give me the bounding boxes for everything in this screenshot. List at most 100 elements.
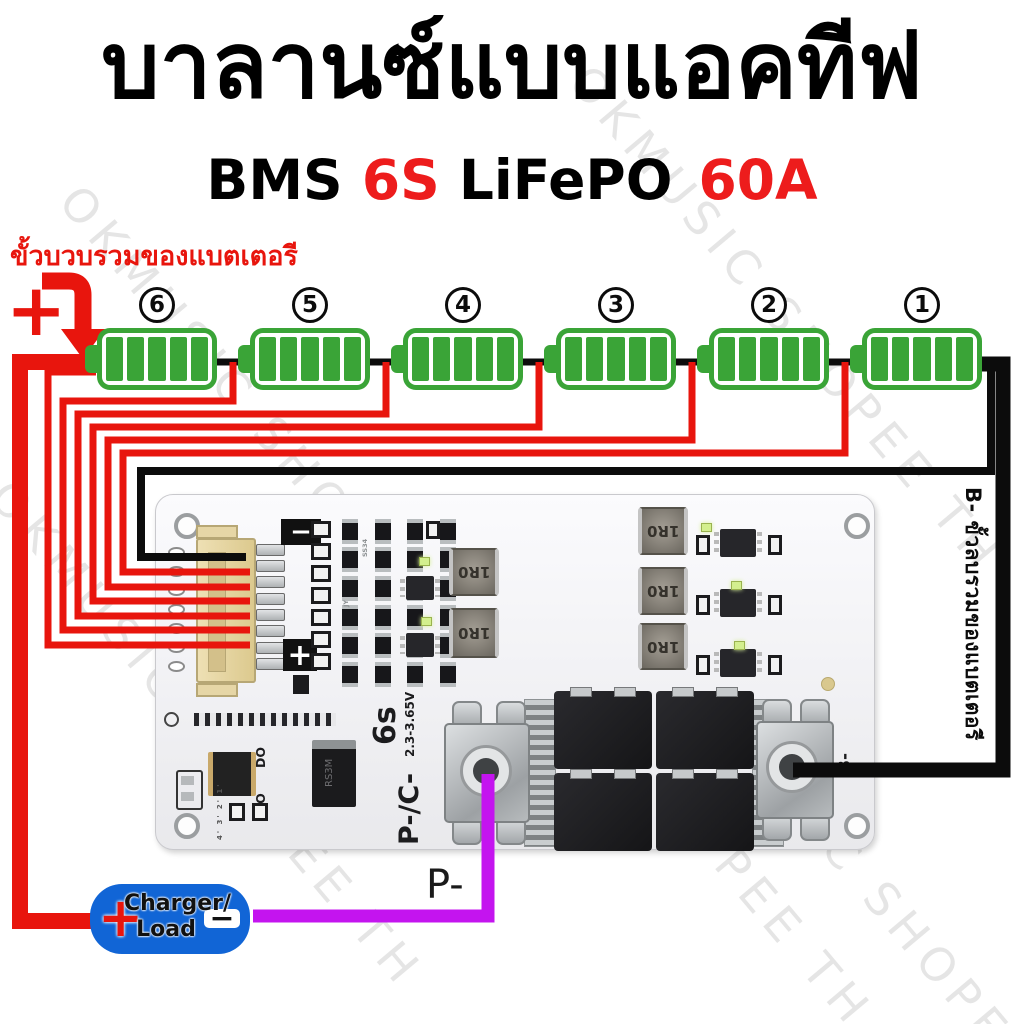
smd-ic <box>400 576 440 600</box>
led <box>701 523 712 532</box>
voltage-range-label: 2.3-3.65V <box>403 691 417 757</box>
silkscreen-pad-oval <box>168 566 185 577</box>
subtitle-cells: 6S <box>361 148 440 212</box>
inductor: 1R0 <box>638 567 688 615</box>
smd-resistor <box>768 655 782 675</box>
connector-pin <box>256 544 285 556</box>
battery-terminal <box>238 345 252 373</box>
mosfet <box>656 687 754 769</box>
battery-terminal <box>85 345 99 373</box>
battery-terminal <box>391 345 405 373</box>
charger-label-line1: Charger/ <box>124 891 232 916</box>
battery-pad-label: B- <box>835 752 855 773</box>
battery-number-4: 4 <box>445 287 481 323</box>
connector-pin <box>256 576 285 588</box>
connector-slot <box>208 552 226 672</box>
subtitle-chemistry: LiFePO <box>458 148 673 212</box>
plus-terminal-symbol: + <box>6 268 67 352</box>
plus-symbol: + <box>287 637 313 673</box>
page-title: บาลานซ์แบบแอคทีฟ <box>101 12 923 119</box>
subtitle-current: 60A <box>698 148 818 212</box>
inductor-marking: 1R0 <box>457 624 491 642</box>
battery-number-1: 1 <box>904 287 940 323</box>
smd-resistor <box>768 535 782 555</box>
battery-terminal <box>850 345 864 373</box>
resistor-column <box>311 521 331 670</box>
smd-resistor <box>229 803 245 821</box>
battery-terminal <box>544 345 558 373</box>
inductor: 1R0 <box>638 507 688 555</box>
main-positive-wire <box>12 354 96 929</box>
smd-transistor <box>293 675 309 694</box>
silkscreen-pad-oval <box>168 604 185 615</box>
battery-cell-2 <box>697 328 829 390</box>
discharge-pad-label: P-/C- <box>394 772 425 845</box>
smd-ic <box>400 633 440 657</box>
b-minus-wire-hole-center <box>779 754 805 780</box>
battery-cell-1 <box>850 328 982 390</box>
mosfet <box>554 687 652 769</box>
smd-ic <box>714 529 762 557</box>
diode-cluster <box>334 517 464 689</box>
inductor: 1R0 <box>638 623 688 670</box>
connector-flange <box>196 683 238 697</box>
battery-cell-3 <box>544 328 676 390</box>
smd-ic <box>714 589 762 617</box>
charger-load-box: + − Charger/ Load <box>90 884 250 954</box>
battery-positive-terminal-label: ขั้วบวบรวมของแบตเตอรี <box>10 241 298 272</box>
connector-flange <box>196 525 238 539</box>
p-minus-label: P- <box>426 862 464 908</box>
inductor: 1R0 <box>449 608 499 658</box>
battery-cell-5 <box>238 328 370 390</box>
diode-marking: RS3M <box>324 758 335 787</box>
silkscreen-pad-oval <box>168 585 185 596</box>
inductor-marking: 1R0 <box>646 582 680 600</box>
smd-diode-marking: SS34 <box>361 538 369 557</box>
smd-resistor <box>696 655 710 675</box>
connector-pin <box>256 609 285 621</box>
smd-resistor <box>768 595 782 615</box>
battery-number-3: 3 <box>598 287 634 323</box>
led <box>731 581 742 590</box>
smd-resistor <box>696 535 710 555</box>
inductor-marking: 1R0 <box>457 563 491 581</box>
silkscreen-pad-oval <box>168 623 185 634</box>
battery-terminal <box>697 345 711 373</box>
fiducial-dot <box>821 677 835 691</box>
subtitle-bms: BMS <box>206 148 343 212</box>
led <box>419 557 430 566</box>
battery-number-2: 2 <box>751 287 787 323</box>
inductor-marking: 1R0 <box>646 522 680 540</box>
smd-ic <box>714 649 762 677</box>
minus-symbol: − <box>290 517 312 547</box>
pin-number-labels: 4' 3' 2' 1' <box>216 782 224 840</box>
silkscreen-ring <box>164 712 179 727</box>
connector-pin <box>256 593 285 605</box>
screw-hole <box>174 813 200 839</box>
battery-cell-4 <box>391 328 523 390</box>
silkscreen-pad-oval <box>168 661 185 672</box>
led <box>734 641 745 650</box>
screw-hole <box>844 813 870 839</box>
connector-pin <box>256 642 285 654</box>
test-pad-row <box>194 713 336 726</box>
inductor-marking: 1R0 <box>646 637 680 656</box>
led <box>421 617 432 626</box>
subtitle: BMS 6S LiFePO 60A <box>0 148 1024 212</box>
p-minus-wire-hole-center <box>473 758 499 784</box>
battery-number-6: 6 <box>139 287 175 323</box>
charger-plus-symbol: + <box>98 886 144 949</box>
connector-pin <box>256 658 285 670</box>
battery-number-5: 5 <box>292 287 328 323</box>
silkscreen-box <box>176 770 203 810</box>
bms-pcb-board: − + SS34 JY 1R0 1R0 1R0 1R0 1R0 <box>155 494 875 851</box>
smd-resistor <box>426 521 440 539</box>
silkscreen-pad-oval <box>168 547 185 558</box>
connector-pin <box>256 560 285 572</box>
connector-pin <box>256 625 285 637</box>
silkscreen-pad-oval <box>168 642 185 653</box>
battery-negative-terminal-label: B- ขั้วลบรวมของแบตเตอรี <box>961 487 985 741</box>
screw-hole <box>844 513 870 539</box>
transistor-marking: JY <box>342 599 350 607</box>
